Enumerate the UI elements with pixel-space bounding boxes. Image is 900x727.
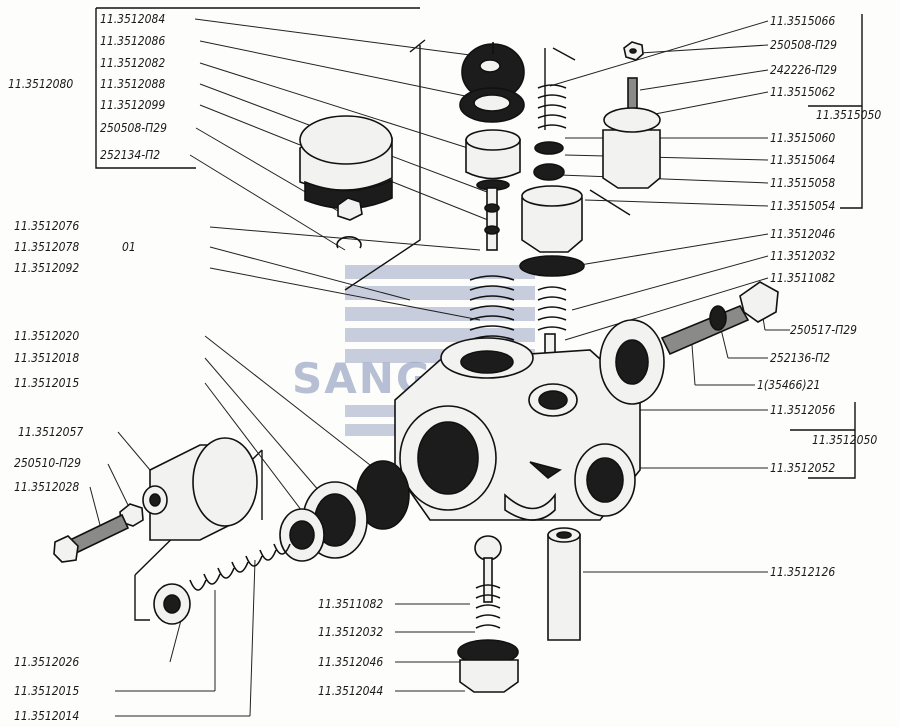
label-11-3512076: 11.3512076 (14, 219, 79, 233)
label-11-3512020: 11.3512020 (14, 329, 79, 343)
label-11-3515066: 11.3515066 (770, 14, 835, 28)
label-11-3512044: 11.3512044 (318, 684, 383, 698)
label-11-3512092: 11.3512092 (14, 261, 79, 275)
label-11-3512082: 11.3512082 (100, 56, 165, 70)
flange-plug-right (599, 319, 665, 405)
label-11-3512126: 11.3512126 (770, 565, 835, 579)
leader-lines (89, 18, 790, 717)
bolt-left (53, 513, 130, 563)
needle-rod (484, 187, 500, 251)
label-250508-p29-left: 250508-П29 (100, 121, 167, 135)
label-11-3515062: 11.3515062 (770, 85, 835, 99)
washers-right (533, 141, 565, 181)
label-11-3512032-bottom: 11.3512032 (318, 625, 383, 639)
label-11-3512018: 11.3512018 (14, 351, 79, 365)
label-252134-p2: 252134-П2 (100, 148, 160, 162)
label-11-3512015-bottom: 11.3512015 (14, 684, 79, 698)
brackets (95, 7, 863, 621)
label-1-35466-21: 1(35466)21 (757, 378, 820, 392)
label-11-3515058: 11.3515058 (770, 176, 835, 190)
cap-nut-right (602, 107, 661, 189)
label-11-3512046-bottom: 11.3512046 (318, 655, 383, 669)
spring-small-right (537, 84, 567, 129)
fitting-hex (519, 185, 585, 277)
valve-main-body (394, 337, 641, 521)
plug-top-left (299, 115, 393, 249)
valve-body-top (465, 129, 521, 191)
label-250510-p29: 250510-П29 (14, 456, 81, 470)
tube-sleeve (547, 527, 581, 641)
label-11-3512028: 11.3512028 (14, 480, 79, 494)
label-11-3512078: 11.3512078 (14, 240, 79, 254)
label-11-3511082-bottom: 11.3511082 (318, 597, 383, 611)
spring-left (189, 543, 291, 591)
lower-valve (457, 535, 519, 693)
cup-left (279, 508, 325, 562)
spring-center (469, 275, 515, 341)
spring-seat-left (153, 583, 191, 625)
label-11-3515050: 11.3515050 (816, 108, 881, 122)
label-11-3512056: 11.3512056 (770, 403, 835, 417)
parts (53, 41, 779, 693)
label-250517-p29: 250517-П29 (790, 323, 857, 337)
gasket-ring (459, 87, 525, 123)
label-11-3512046-right: 11.3512046 (770, 227, 835, 241)
label-11-3512014: 11.3512014 (14, 709, 79, 723)
bolt-right (660, 281, 779, 356)
label-11-3512052: 11.3512052 (770, 461, 835, 475)
label-11-3515054: 11.3515054 (770, 199, 835, 213)
label-11-3512057: 11.3512057 (18, 425, 83, 439)
part-labels: 11.3512084 11.3512086 11.3512082 11.3512… (8, 12, 881, 723)
cover-cylinder (142, 437, 258, 541)
label-242226-p29: 242226-П29 (770, 63, 837, 77)
label-11-3515060: 11.3515060 (770, 131, 835, 145)
label-11-3512099: 11.3512099 (100, 98, 165, 112)
label-11-3512032-right: 11.3512032 (770, 249, 835, 263)
label-11-3512080: 11.3512080 (8, 77, 73, 91)
label-11-3512026: 11.3512026 (14, 655, 79, 669)
label-250508-p29-right: 250508-П29 (770, 38, 837, 52)
valve-cap (461, 42, 525, 101)
label-11-3512015-top: 11.3512015 (14, 376, 79, 390)
label-11-3515064: 11.3515064 (770, 153, 835, 167)
label-11-3512088: 11.3512088 (100, 77, 165, 91)
label-11-3512050: 11.3512050 (812, 433, 877, 447)
label-11-3512084: 11.3512084 (100, 12, 165, 26)
label-11-3512086: 11.3512086 (100, 34, 165, 48)
small-nut (623, 41, 644, 61)
label-252136-p2: 252136-П2 (770, 351, 830, 365)
label-01: 01 (122, 240, 136, 254)
label-11-3511082-right: 11.3511082 (770, 271, 835, 285)
